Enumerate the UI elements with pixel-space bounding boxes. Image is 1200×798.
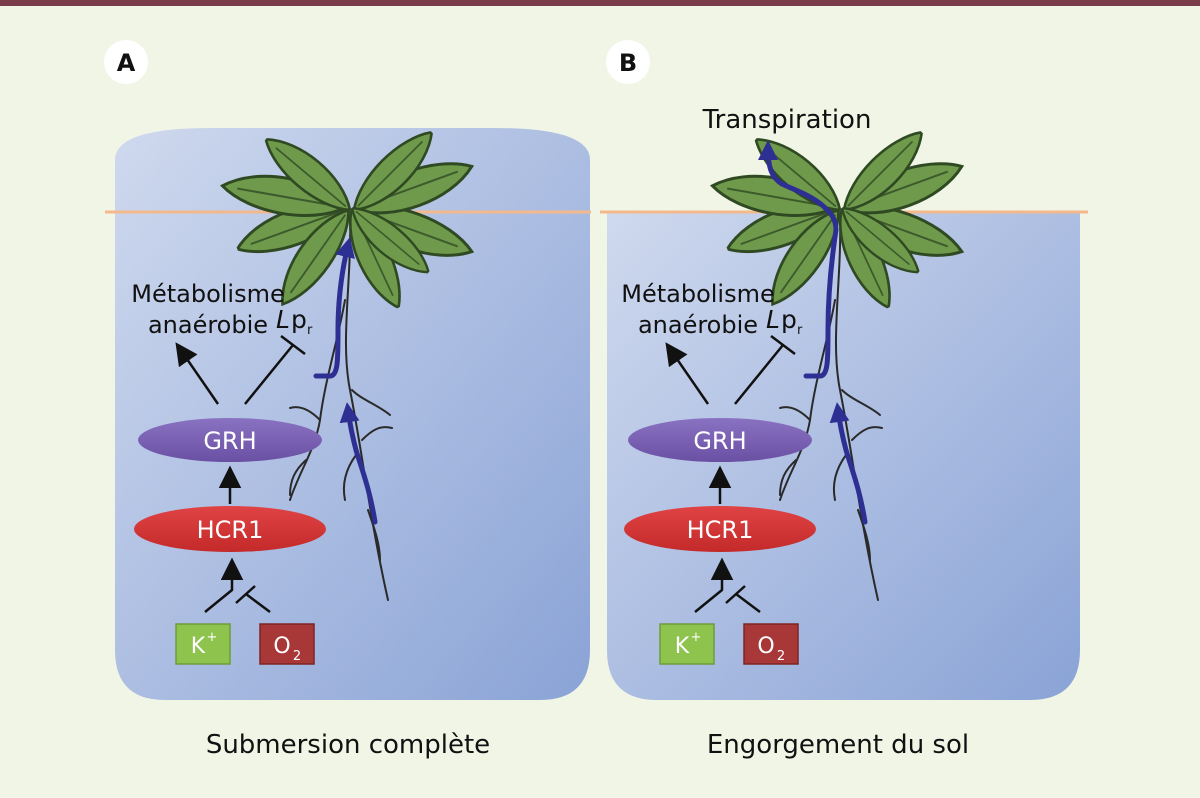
k-ion-sup: + (207, 630, 218, 645)
lpr-label-p: p (781, 305, 797, 334)
panel-letter: A (117, 49, 136, 77)
inhibit-grh-to-lpr (244, 344, 294, 405)
panel-a: A (104, 40, 591, 760)
metabolism-label-line2: anaérobie (638, 311, 758, 339)
metabolism-label-line1: Métabolisme (131, 280, 285, 308)
water-flow-arrows (758, 140, 868, 525)
grh-label: GRH (693, 427, 746, 455)
o2-box (743, 623, 799, 665)
transpiration-label: Transpiration (702, 105, 872, 135)
lpr-label-sub: r (797, 323, 803, 338)
panel-caption: Submersion complète (206, 730, 490, 760)
metabolism-label-line2: anaérobie (148, 311, 268, 339)
o2-sub: 2 (293, 649, 301, 664)
o2-label: O (757, 634, 774, 659)
top-bar (0, 0, 1200, 6)
lpr-label-l: L (276, 305, 290, 334)
regulation-inputs (694, 557, 761, 613)
inhibit-bar-lpr (770, 335, 796, 355)
metabolism-label-line1: Métabolisme (621, 280, 775, 308)
o2-label: O (273, 634, 290, 659)
hcr1-label: HCR1 (197, 516, 264, 544)
k-ion-sup: + (691, 630, 702, 645)
panel-b: B Transpiration (600, 40, 1088, 760)
panel-caption: Engorgement du sol (707, 730, 969, 760)
hcr1-label: HCR1 (687, 516, 754, 544)
inhibit-grh-to-lpr (734, 344, 784, 405)
o2-box (259, 623, 315, 665)
panel-letter: B (619, 49, 637, 77)
lpr-label-l: L (766, 305, 780, 334)
inhibit-bar-lpr (280, 335, 306, 355)
panel-letter-badge (606, 40, 650, 84)
k-ion-label: K (675, 634, 690, 659)
arrow-grh-to-metabolism (665, 342, 710, 405)
o2-sub: 2 (777, 649, 785, 664)
panel-letter-badge (104, 40, 148, 84)
arrow-grh-to-metabolism (175, 342, 220, 405)
grh-node (628, 418, 812, 462)
regulation-inputs (204, 557, 271, 613)
hcr1-node (134, 506, 326, 552)
grh-node (138, 418, 322, 462)
k-ion-box (659, 623, 715, 665)
k-ion-box (175, 623, 231, 665)
hcr1-node (624, 506, 816, 552)
grh-label: GRH (203, 427, 256, 455)
k-ion-label: K (191, 634, 206, 659)
water-flow-arrows (313, 237, 378, 525)
lpr-label-sub: r (307, 323, 313, 338)
lpr-label-p: p (291, 305, 307, 334)
